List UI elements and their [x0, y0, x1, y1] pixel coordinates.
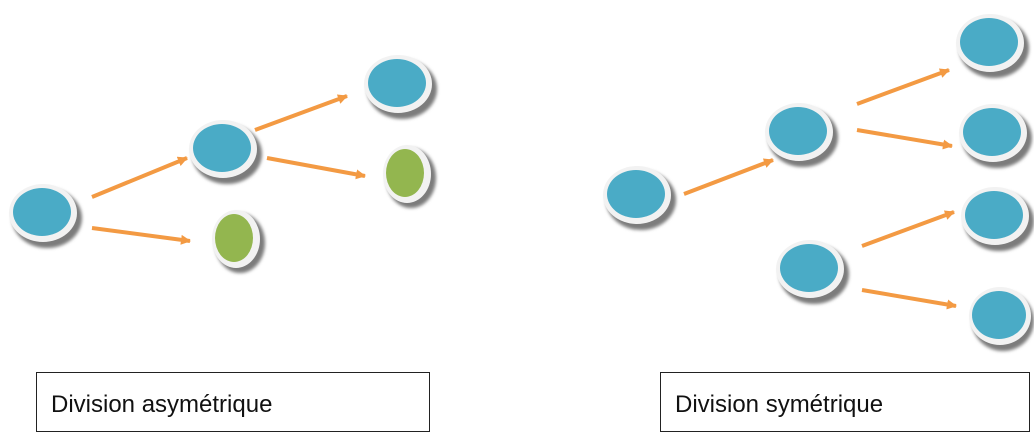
stem-cell-granddaughter [364, 55, 437, 119]
stem-cell-progeny-4 [969, 287, 1034, 351]
arrow-daughter-to-stem-1 [856, 68, 950, 106]
stem-cell-progeny-1 [956, 14, 1029, 78]
arrow-daughter-to-stem-2 [856, 128, 953, 150]
differentiated-cell-2 [383, 145, 436, 208]
symmetric-division-caption: Division symétrique [660, 372, 1030, 432]
asymmetric-division-caption: Division asymétrique [36, 372, 430, 432]
arrow-stem-to-differentiated [266, 156, 366, 180]
symmetric-division-group [603, 14, 1034, 351]
arrow-second-to-stem-4 [861, 288, 957, 310]
symmetric-division-label: Division symétrique [675, 391, 884, 418]
stem-cell-progeny-3 [961, 187, 1034, 251]
differentiated-cell-1 [212, 210, 265, 273]
asymmetric-division-group [9, 55, 437, 273]
asymmetric-division-label: Division asymétrique [51, 391, 273, 418]
arrow-mother-to-daughter [683, 158, 774, 196]
stem-cell-daughter-symmetric [765, 103, 838, 167]
arrow-stem-to-stem [254, 94, 348, 132]
stem-cell-mother [9, 184, 82, 248]
arrow-second-to-stem-3 [861, 210, 955, 248]
arrow-mother-to-stem [91, 156, 188, 199]
arrow-mother-to-differentiated [91, 226, 191, 245]
stem-cell-daughter [189, 120, 262, 184]
stem-cell-second-symmetric [776, 240, 849, 304]
stem-cell-progeny-2 [959, 104, 1032, 168]
stem-cell-mother-symmetric [603, 166, 676, 230]
